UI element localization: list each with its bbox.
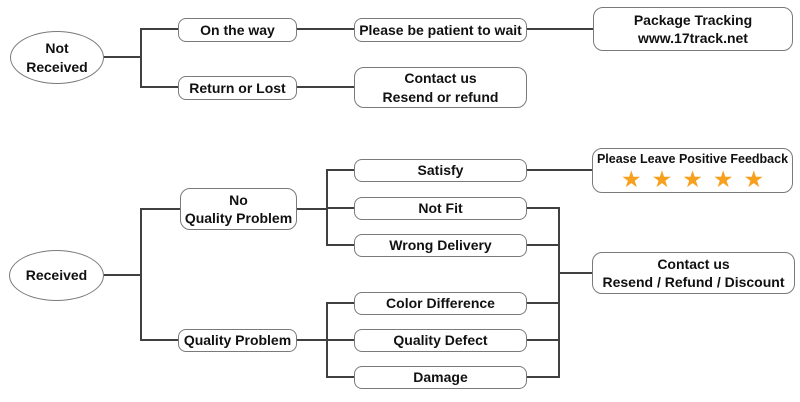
- connector: [140, 208, 142, 341]
- node-positive-feedback: Please Leave Positive Feedback ★ ★ ★ ★ ★: [592, 148, 793, 193]
- connector: [104, 56, 141, 58]
- connector: [527, 302, 559, 304]
- connector: [527, 207, 559, 209]
- connector: [527, 169, 592, 171]
- node-wrong-delivery: Wrong Delivery: [354, 234, 527, 257]
- five-star-rating: ★ ★ ★ ★ ★: [616, 168, 769, 191]
- node-contact-resend-refund-discount: Contact us Resend / Refund / Discount: [592, 252, 795, 294]
- connector: [297, 208, 327, 210]
- connector: [326, 302, 354, 304]
- connector: [326, 244, 354, 246]
- node-color-difference: Color Difference: [354, 292, 527, 315]
- node-satisfy: Satisfy: [354, 159, 527, 182]
- node-on-the-way: On the way: [178, 18, 297, 42]
- connector: [527, 339, 559, 341]
- star-icon: ★: [651, 166, 673, 193]
- connector: [140, 28, 142, 88]
- connector: [104, 274, 141, 276]
- node-not-fit: Not Fit: [354, 197, 527, 220]
- node-quality-defect: Quality Defect: [354, 329, 527, 352]
- connector: [297, 339, 327, 341]
- node-not-received: Not Received: [10, 31, 104, 84]
- node-damage: Damage: [354, 366, 527, 389]
- node-quality-problem: Quality Problem: [178, 329, 297, 352]
- node-package-tracking: Package Tracking www.17track.net: [593, 7, 793, 51]
- star-icon: ★: [682, 166, 703, 193]
- connector: [558, 272, 592, 274]
- node-contact-resend-refund: Contact us Resend or refund: [354, 67, 527, 108]
- connector: [527, 28, 593, 30]
- connector: [527, 244, 559, 246]
- connector: [140, 208, 180, 210]
- connector: [140, 28, 178, 30]
- connector: [140, 86, 178, 88]
- connector: [326, 169, 354, 171]
- star-icon: ★: [620, 166, 642, 193]
- star-icon: ★: [743, 166, 765, 193]
- connector: [297, 86, 354, 88]
- star-icon: ★: [712, 166, 734, 193]
- node-no-quality-problem: No Quality Problem: [180, 188, 297, 230]
- connector: [558, 207, 560, 378]
- connector: [140, 339, 178, 341]
- connector: [326, 207, 354, 209]
- node-be-patient: Please be patient to wait: [354, 18, 527, 42]
- connector: [326, 339, 354, 341]
- connector: [527, 376, 559, 378]
- feedback-title: Please Leave Positive Feedback: [596, 151, 789, 166]
- node-return-or-lost: Return or Lost: [178, 76, 297, 100]
- connector: [326, 376, 354, 378]
- connector: [297, 28, 354, 30]
- node-received: Received: [9, 250, 104, 301]
